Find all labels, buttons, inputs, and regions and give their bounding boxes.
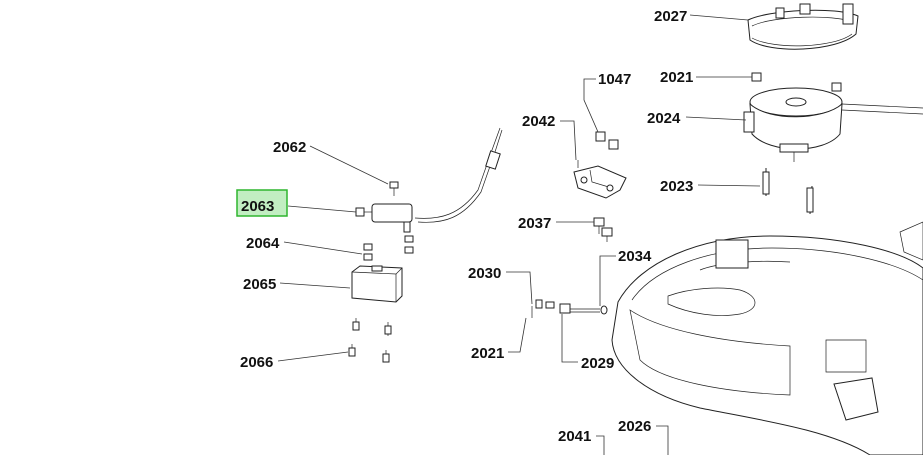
part-label-2066[interactable]: 2066 bbox=[240, 354, 273, 371]
part-label-2021-bottom[interactable]: 2021 bbox=[471, 345, 504, 362]
part-label-2065[interactable]: 2065 bbox=[243, 276, 276, 293]
part-label-2063[interactable]: 2063 bbox=[241, 198, 274, 215]
studs-2023 bbox=[762, 168, 814, 215]
mower-deck bbox=[611, 221, 923, 455]
part-label-2041[interactable]: 2041 bbox=[558, 428, 591, 445]
bolts-2037 bbox=[593, 217, 613, 242]
bracket-2042 bbox=[573, 131, 627, 199]
part-label-2027[interactable]: 2027 bbox=[654, 8, 687, 25]
nuts-2064 bbox=[363, 235, 414, 261]
part-label-2026[interactable]: 2026 bbox=[618, 418, 651, 435]
part-label-2021-top[interactable]: 2021 bbox=[660, 69, 693, 86]
leader-lines bbox=[277, 14, 761, 455]
part-label-2024[interactable]: 2024 bbox=[647, 110, 681, 127]
part-label-2029[interactable]: 2029 bbox=[581, 355, 614, 372]
part-label-2023[interactable]: 2023 bbox=[660, 178, 693, 195]
pin-assembly-2030-2034 bbox=[531, 299, 608, 318]
part-label-2030[interactable]: 2030 bbox=[468, 265, 501, 282]
motor-cover-2027 bbox=[747, 3, 859, 50]
part-2063-highlight bbox=[236, 189, 288, 217]
cable-assembly bbox=[355, 127, 503, 233]
part-label-2042[interactable]: 2042 bbox=[522, 113, 555, 130]
part-label-2037[interactable]: 2037 bbox=[518, 215, 551, 232]
part-label-2062[interactable]: 2062 bbox=[273, 139, 306, 156]
part-label-2034[interactable]: 2034 bbox=[618, 248, 652, 265]
screws-2066 bbox=[348, 318, 392, 363]
part-label-1047[interactable]: 1047 bbox=[598, 71, 631, 88]
motor-2024 bbox=[743, 87, 923, 162]
cover-2065 bbox=[351, 265, 403, 303]
part-label-2064[interactable]: 2064 bbox=[246, 235, 280, 252]
